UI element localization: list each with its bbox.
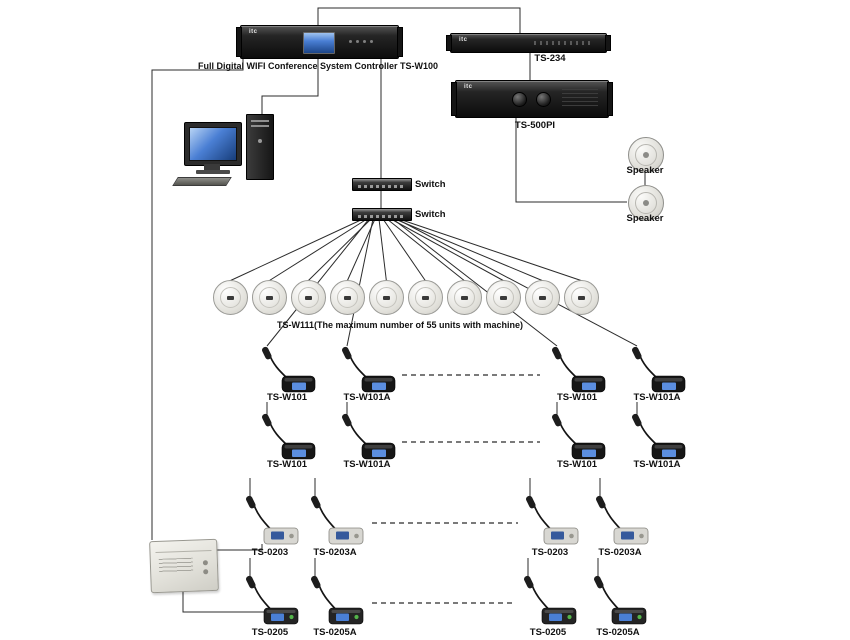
mic-label: TS-W101: [266, 392, 308, 403]
ceiling-unit: [252, 280, 287, 315]
mic-unit-ts-0203: [240, 494, 302, 546]
ceiling-unit: [369, 280, 404, 315]
controller-label: Full Digital WIFI Conference System Cont…: [197, 61, 439, 71]
ts-234-unit: itc: [446, 33, 611, 53]
mic-label: TS-0203: [531, 547, 569, 558]
mic-label: TS-W101A: [343, 459, 391, 470]
monitor-stand: [204, 164, 220, 170]
mic-unit-ts-0205a: [305, 574, 367, 626]
mic-label: TS-W101: [556, 459, 598, 470]
psu-markings: [158, 557, 194, 573]
amp-knob-left: [512, 92, 527, 107]
ceiling-unit: [213, 280, 248, 315]
psu-connectors: [202, 560, 208, 566]
mic-unit-ts-0203: [520, 494, 582, 546]
pc-monitor-screen: [189, 127, 237, 161]
ceiling-unit: [564, 280, 599, 315]
ts-500pi-label: TS-500PI: [514, 120, 556, 131]
mic-unit-ts-w101a: [627, 346, 687, 394]
controller-screen: [303, 32, 335, 54]
pc-monitor: [184, 122, 242, 166]
ceiling-row-caption: TS-W111(The maximum number of 55 units w…: [276, 320, 524, 330]
speaker-1-label: Speaker: [626, 165, 664, 176]
switch-ports: [358, 215, 406, 218]
switch-2-label: Switch: [415, 209, 446, 220]
speaker-1: [628, 137, 664, 173]
ceiling-unit-row: [213, 280, 599, 315]
switch-ports: [358, 185, 406, 188]
tower-drive-bays: [251, 120, 269, 130]
mic-unit-ts-w101: [547, 413, 607, 461]
mic-label: TS-0203A: [598, 547, 642, 558]
ceiling-unit: [330, 280, 365, 315]
psu-ridge: [155, 550, 212, 553]
mic-label: TS-0203A: [313, 547, 357, 558]
network-switch-1: [352, 178, 412, 191]
mic-unit-ts-w101: [257, 413, 317, 461]
mic-label: TS-0205A: [313, 627, 357, 638]
mic-unit-ts-w101: [547, 346, 607, 394]
power-supply-box: [149, 538, 219, 594]
ceiling-unit: [525, 280, 560, 315]
mic-label: TS-0205: [251, 627, 289, 638]
itc-logo: itc: [459, 37, 468, 43]
pc-tower: [246, 114, 274, 180]
mic-unit-ts-0203a: [590, 494, 652, 546]
ceiling-unit: [486, 280, 521, 315]
tower-power-button: [258, 139, 262, 143]
mic-label: TS-0205A: [596, 627, 640, 638]
ts-234-label: TS-234: [534, 53, 566, 64]
ceiling-unit: [408, 280, 443, 315]
mic-label: TS-W101A: [633, 392, 681, 403]
mic-label: TS-W101A: [343, 392, 391, 403]
mic-label: TS-W101: [266, 459, 308, 470]
monitor-base: [196, 170, 230, 174]
speaker-2: [628, 185, 664, 221]
mic-unit-ts-0203a: [305, 494, 367, 546]
controller-unit-ts-w100: itc: [236, 25, 403, 59]
speaker-2-label: Speaker: [626, 213, 664, 224]
mic-unit-ts-0205: [240, 574, 302, 626]
network-switch-2: [352, 208, 412, 221]
switch-1-label: Switch: [415, 179, 446, 190]
mic-unit-ts-0205a: [588, 574, 650, 626]
mic-unit-ts-w101a: [337, 346, 397, 394]
controller-buttons: [349, 40, 352, 43]
amp-knob-right: [536, 92, 551, 107]
mic-label: TS-0203: [251, 547, 289, 558]
amp-vents: [562, 89, 598, 107]
ceiling-unit: [291, 280, 326, 315]
mic-unit-ts-0205: [518, 574, 580, 626]
ts-234-slots: [534, 41, 590, 45]
mic-unit-ts-w101a: [337, 413, 397, 461]
ceiling-unit: [447, 280, 482, 315]
itc-logo: itc: [464, 84, 473, 90]
mic-label: TS-W101: [556, 392, 598, 403]
ts-500pi-unit: itc: [451, 80, 613, 118]
mic-unit-ts-w101a: [627, 413, 687, 461]
mic-label: TS-W101A: [633, 459, 681, 470]
itc-logo: itc: [249, 29, 258, 35]
mic-unit-ts-w101: [257, 346, 317, 394]
pc-keyboard: [172, 177, 232, 186]
mic-label: TS-0205: [529, 627, 567, 638]
